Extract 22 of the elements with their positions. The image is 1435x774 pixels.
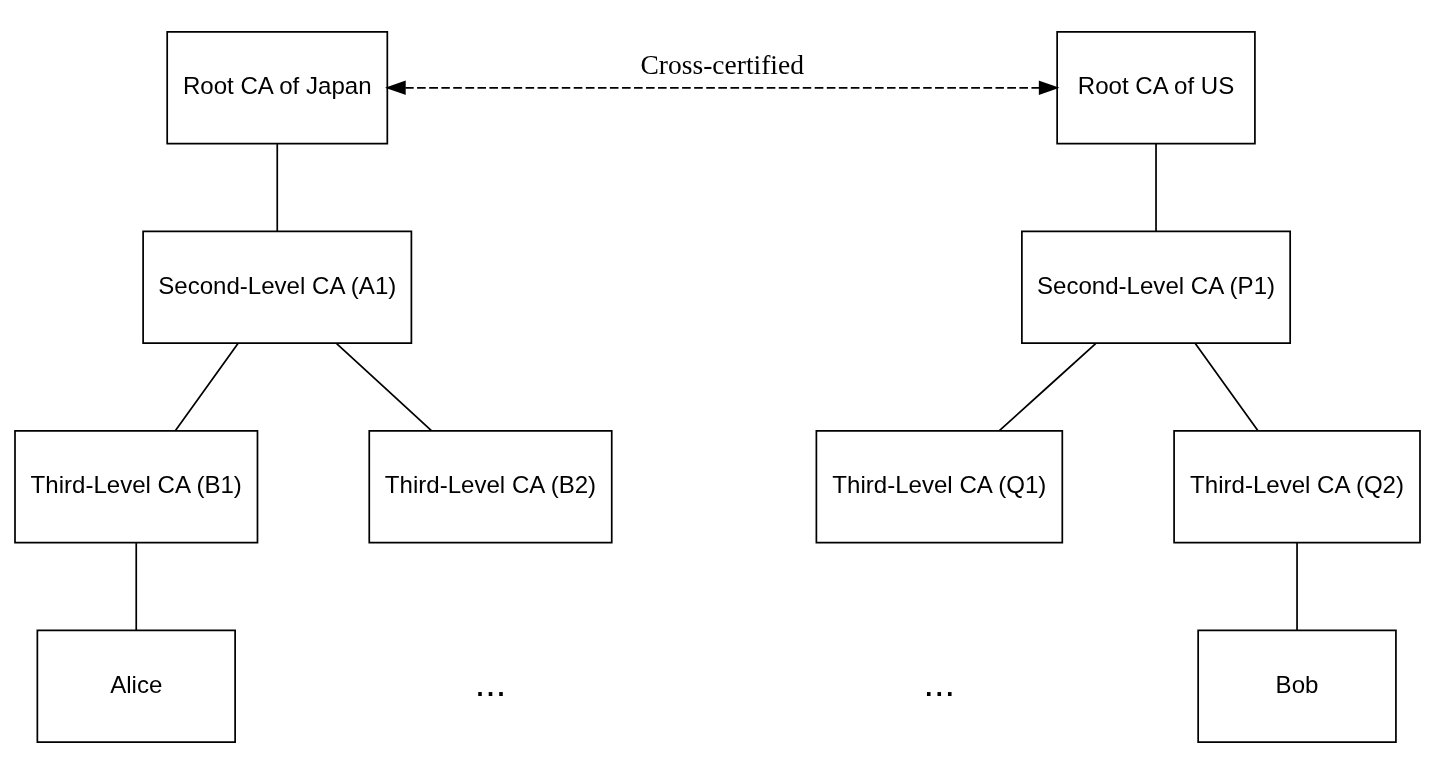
connector	[998, 342, 1097, 432]
connector	[1296, 542, 1298, 632]
node-box: Alice	[36, 629, 236, 743]
connector	[1194, 342, 1259, 432]
node-box: Third-Level CA (Q2)	[1173, 430, 1421, 544]
node-box: Third-Level CA (B2)	[368, 430, 613, 544]
connector	[276, 143, 279, 233]
node-box: Bob	[1197, 629, 1397, 743]
edge-label: Cross-certified	[640, 48, 804, 80]
node-box: Second-Level CA (A1)	[142, 230, 413, 344]
node-box: Third-Level CA (Q1)	[815, 430, 1064, 544]
node-box: Root CA of US	[1056, 31, 1256, 145]
arrow	[385, 80, 1060, 95]
label: ...	[923, 661, 956, 704]
connector	[135, 542, 138, 632]
connector	[1155, 143, 1157, 233]
node-box: Third-Level CA (B1)	[14, 430, 259, 544]
node-box: Root CA of Japan	[166, 31, 389, 145]
connector	[335, 342, 433, 432]
node-box: Second-Level CA (P1)	[1021, 230, 1292, 344]
label: ...	[474, 661, 507, 704]
connector	[174, 342, 239, 432]
